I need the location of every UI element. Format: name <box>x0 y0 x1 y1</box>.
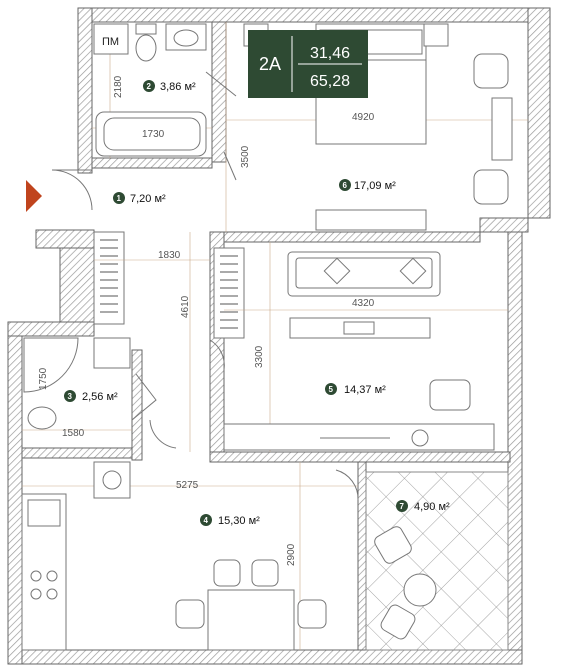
room-6-number: 6 <box>343 181 348 190</box>
unit-badge: 2A 31,46 65,28 <box>248 30 368 98</box>
room-1-number: 1 <box>117 194 122 203</box>
dimension-labels: 2180 1730 4920 3500 1830 4610 4320 3300 … <box>38 75 375 566</box>
dim-3300: 3300 <box>254 345 265 368</box>
room-4-number: 4 <box>204 516 209 525</box>
room-6-area: 17,09 м² <box>354 180 396 192</box>
walls <box>7 7 551 665</box>
room-1-area: 7,20 м² <box>130 193 166 205</box>
unit-label: 2A <box>259 54 281 74</box>
furniture <box>21 23 513 651</box>
room-5-number: 5 <box>329 385 334 394</box>
room-3-area: 2,56 м² <box>82 391 118 403</box>
room-7-area: 4,90 м² <box>414 501 450 513</box>
room-4-area: 15,30 м² <box>218 515 260 527</box>
room-2-number: 2 <box>147 82 152 91</box>
dim-1730: 1730 <box>142 129 165 140</box>
dim-2900: 2900 <box>286 543 297 566</box>
dim-4320: 4320 <box>352 298 375 309</box>
dim-1830: 1830 <box>158 250 181 261</box>
room-labels: ПМ 2 3,86 м² 1 7,20 м² 6 17,09 м² 3 2,56… <box>64 36 450 527</box>
dim-3500: 3500 <box>240 145 251 168</box>
room-2-tag: ПМ <box>102 36 119 48</box>
dim-1750: 1750 <box>38 367 49 390</box>
dim-4610: 4610 <box>180 295 191 318</box>
room-3-number: 3 <box>68 392 73 401</box>
entrance-arrow-icon <box>26 180 42 212</box>
unit-total-area: 65,28 <box>310 73 350 90</box>
dim-4920: 4920 <box>352 112 375 123</box>
doors <box>51 71 359 501</box>
room-7-number: 7 <box>400 502 405 511</box>
unit-living-area: 31,46 <box>310 45 350 62</box>
dim-1580: 1580 <box>62 428 85 439</box>
dim-2180: 2180 <box>113 75 124 98</box>
room-5-area: 14,37 м² <box>344 384 386 396</box>
room-2-area: 3,86 м² <box>160 81 196 93</box>
dim-5275: 5275 <box>176 480 199 491</box>
